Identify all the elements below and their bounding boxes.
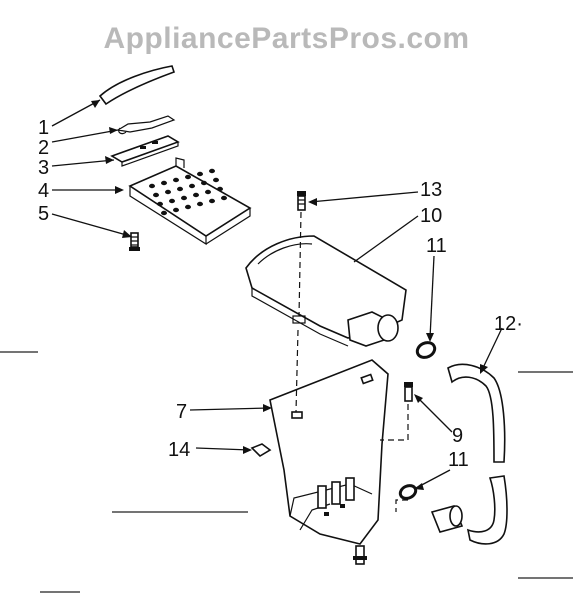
grille-hole bbox=[213, 177, 219, 183]
callout-2: 2 bbox=[38, 137, 49, 159]
part-1-handle-cover[interactable] bbox=[98, 65, 176, 106]
grille-hole bbox=[177, 186, 183, 192]
part-3-lever[interactable] bbox=[110, 135, 180, 167]
part-11-o-ring-lower[interactable] bbox=[398, 483, 418, 501]
part-11-o-ring-upper[interactable] bbox=[415, 340, 437, 360]
callout-labels: 1 2 3 4 5 13 10 11 12· 7 9 14 11 bbox=[38, 117, 523, 471]
leader-lines bbox=[51, 99, 503, 490]
part-4-grille-plate[interactable] bbox=[128, 157, 252, 246]
edge-lines bbox=[0, 351, 573, 593]
grille-hole bbox=[165, 189, 171, 195]
callout-4: 4 bbox=[38, 180, 49, 202]
callout-11-lower: 11 bbox=[448, 449, 469, 471]
grille-hole bbox=[209, 198, 215, 204]
coupling-tube[interactable] bbox=[430, 505, 464, 533]
grille-hole bbox=[209, 168, 215, 174]
callout-13: 13 bbox=[420, 179, 442, 201]
callout-12: 12· bbox=[494, 313, 523, 335]
grille-hole bbox=[185, 204, 191, 210]
part-9-screw[interactable] bbox=[404, 382, 413, 402]
grille-hole bbox=[221, 195, 227, 201]
assembly-lines bbox=[295, 211, 409, 512]
callout-10: 10 bbox=[420, 205, 442, 227]
callout-3: 3 bbox=[38, 157, 49, 179]
grille-hole bbox=[185, 174, 191, 180]
grille-hole bbox=[173, 177, 179, 183]
grille-hole bbox=[169, 198, 175, 204]
callout-9: 9 bbox=[452, 425, 463, 447]
part-7-bracket[interactable] bbox=[269, 359, 389, 565]
grille-hole bbox=[181, 195, 187, 201]
callout-14: 14 bbox=[168, 439, 190, 461]
grille-hole bbox=[201, 180, 207, 186]
callout-1: 1 bbox=[38, 117, 49, 139]
callout-5: 5 bbox=[38, 203, 49, 225]
grille-hole bbox=[197, 171, 203, 177]
part-12-hose[interactable] bbox=[447, 363, 508, 545]
grille-hole bbox=[217, 186, 223, 192]
part-2-spring-clip[interactable] bbox=[116, 115, 176, 135]
grille-hole bbox=[161, 210, 167, 216]
grille-hole bbox=[161, 180, 167, 186]
callout-11-upper: 11 bbox=[426, 235, 447, 257]
grille-hole bbox=[173, 207, 179, 213]
callout-7: 7 bbox=[176, 401, 187, 423]
grille-hole bbox=[197, 201, 203, 207]
grille-hole bbox=[149, 183, 155, 189]
grille-hole bbox=[189, 183, 195, 189]
watermark-text: AppliancePartsPros.com bbox=[103, 22, 470, 55]
grille-hole bbox=[153, 192, 159, 198]
grille-hole bbox=[157, 201, 163, 207]
part-5-screw[interactable] bbox=[129, 232, 140, 251]
part-10-housing[interactable] bbox=[245, 235, 407, 347]
grille-hole bbox=[205, 189, 211, 195]
part-14-clip[interactable] bbox=[250, 443, 272, 458]
grille-hole bbox=[193, 192, 199, 198]
part-13-screw[interactable] bbox=[297, 191, 306, 211]
